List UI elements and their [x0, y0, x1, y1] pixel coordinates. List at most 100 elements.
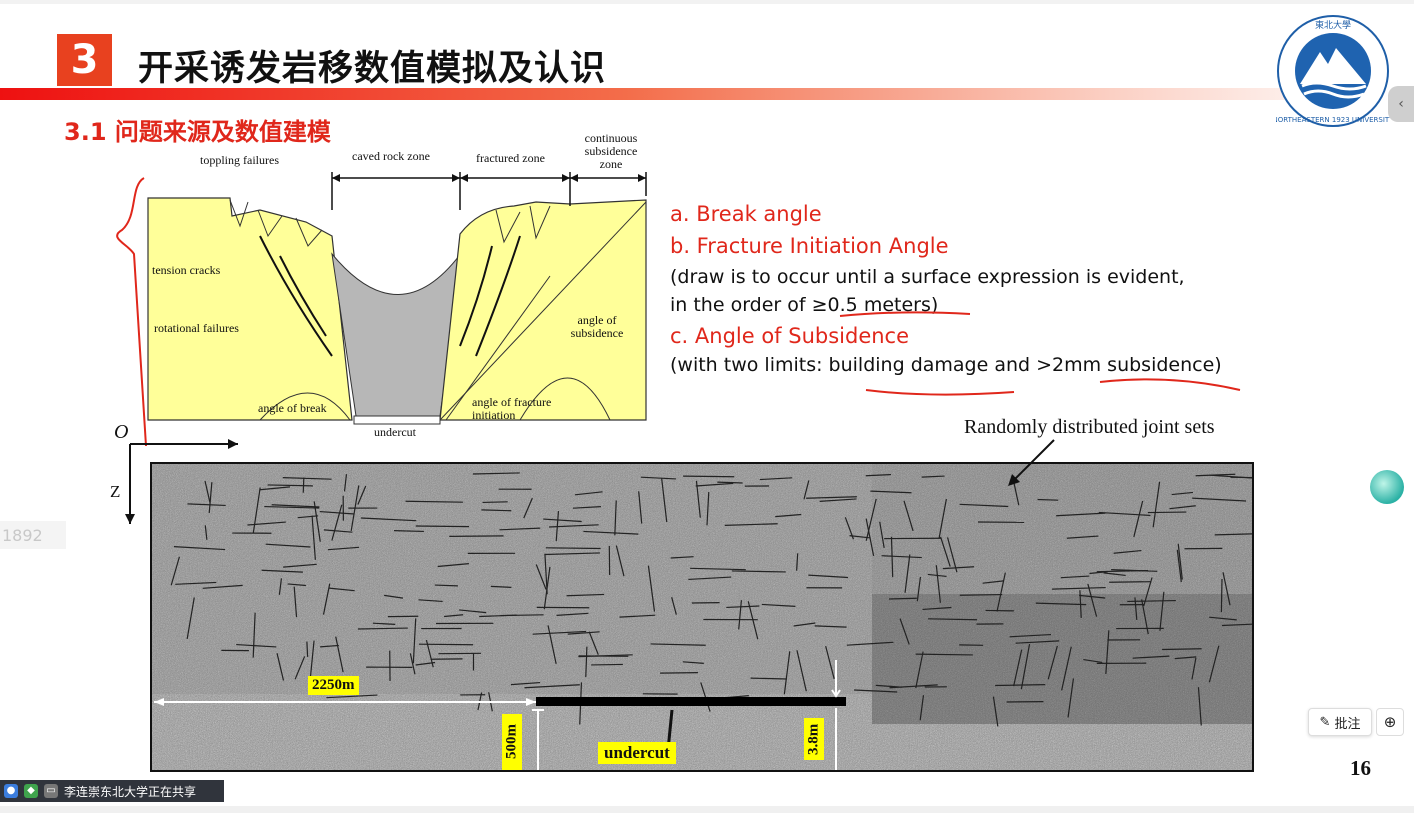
joint-line [1035, 602, 1087, 606]
joint-line [170, 556, 181, 586]
joint-line [881, 555, 922, 559]
joint-line [959, 593, 1003, 596]
joint-line [935, 565, 941, 603]
joint-line [252, 612, 256, 658]
joint-line [793, 622, 816, 627]
numerical-model-drawing [152, 464, 1252, 770]
joint-line [731, 570, 786, 573]
joint-sets-label: Randomly distributed joint sets [964, 416, 1215, 438]
joint-line [938, 498, 947, 539]
joint-line [1013, 649, 1023, 687]
joint-line [567, 631, 600, 635]
label-angle-of-break: angle of break [258, 401, 327, 415]
joint-line [415, 525, 470, 528]
joint-line [588, 631, 599, 655]
joint-line [808, 574, 849, 579]
joint-line [323, 529, 353, 533]
collapse-sidebar-tab[interactable]: ‹ [1388, 86, 1414, 122]
slide-subtitle: 3.1 问题来源及数值建模 [64, 118, 331, 146]
joint-line [647, 565, 656, 612]
joint-line [444, 614, 464, 618]
joint-line [1195, 473, 1236, 477]
joint-line [499, 527, 541, 531]
joint-line [1098, 511, 1151, 517]
zoom-icon: ⊕ [1383, 713, 1397, 731]
joint-line [796, 553, 799, 571]
joint-line [992, 696, 999, 727]
joint-line [384, 594, 404, 599]
joint-line [1109, 581, 1152, 583]
joint-line [919, 695, 925, 721]
shield-icon: ◆ [24, 784, 38, 798]
joint-line [865, 498, 877, 541]
joint-line [208, 482, 213, 514]
joint-line [556, 612, 589, 616]
joint-line [1047, 645, 1058, 680]
joint-line [1132, 655, 1170, 659]
joint-line [173, 546, 226, 551]
joint-line [759, 477, 793, 481]
joint-line [946, 537, 958, 573]
joint-line [695, 480, 701, 518]
joint-line [583, 530, 639, 535]
year-watermark: 1892 [0, 521, 66, 549]
screen-share-bar[interactable]: ● ◆ ▭ 李连崇东北大学正在共享 [0, 780, 224, 802]
joint-line [1087, 583, 1098, 617]
joint-line [276, 653, 285, 681]
joint-line [1056, 512, 1106, 517]
joint-line [1214, 533, 1252, 536]
zoom-button[interactable]: ⊕ [1376, 708, 1404, 736]
joint-line [1222, 572, 1231, 606]
joint-line [819, 498, 857, 502]
joint-line [434, 584, 458, 587]
joint-line [544, 552, 600, 556]
joint-line [690, 567, 746, 571]
label-origin: O [114, 421, 129, 443]
text-fracture-note-2: in the order of ≥0.5 meters) [670, 294, 939, 316]
joint-line [671, 597, 677, 615]
joint-line [927, 573, 947, 578]
joint-line [1221, 623, 1252, 627]
joint-line [903, 500, 914, 532]
annotate-button[interactable]: ✎ 批注 [1308, 708, 1372, 736]
bottom-border [0, 806, 1414, 813]
joint-line [865, 473, 892, 477]
joint-line [1103, 572, 1126, 577]
joint-line [747, 601, 759, 640]
joint-line [982, 580, 1004, 584]
joint-line [532, 630, 587, 635]
joint-line [1066, 535, 1099, 539]
joint-line [252, 487, 261, 533]
joint-line [357, 485, 367, 505]
joint-line [888, 597, 917, 600]
label-caved-rock-zone: caved rock zone [352, 149, 430, 163]
joint-line [1089, 571, 1108, 575]
label-fractured-zone: fractured zone [476, 151, 545, 165]
joint-line [585, 646, 588, 678]
joint-line [278, 578, 283, 595]
assistant-bubble-icon[interactable] [1370, 470, 1404, 504]
joint-line [940, 536, 951, 567]
handwritten-underlines [839, 311, 1241, 396]
joint-line [844, 517, 855, 540]
screen-icon: ▭ [44, 784, 58, 798]
joint-line [543, 518, 582, 523]
joint-line [1061, 646, 1072, 691]
joint-line [261, 569, 303, 573]
joint-line [688, 576, 732, 581]
subsidence-diagram-drawing [116, 172, 647, 447]
joint-line [186, 597, 195, 640]
joint-line [959, 503, 1009, 508]
joint-line [915, 651, 924, 689]
joint-line [738, 600, 743, 630]
label-continuous-subsidence-zone: continuous subsidence zone [584, 131, 638, 171]
coordinate-axes [125, 439, 238, 524]
joint-line [865, 518, 875, 556]
subsidence-diagram: toppling failures caved rock zone fractu… [100, 126, 660, 456]
joint-line [523, 497, 533, 519]
undercut-height-label: 3.8m [804, 718, 824, 760]
pen-icon: ✎ [1319, 714, 1331, 730]
joint-line [1209, 474, 1252, 479]
joint-line [1083, 658, 1103, 664]
text-fracture-note-1: (draw is to occur until a surface expres… [670, 266, 1185, 288]
